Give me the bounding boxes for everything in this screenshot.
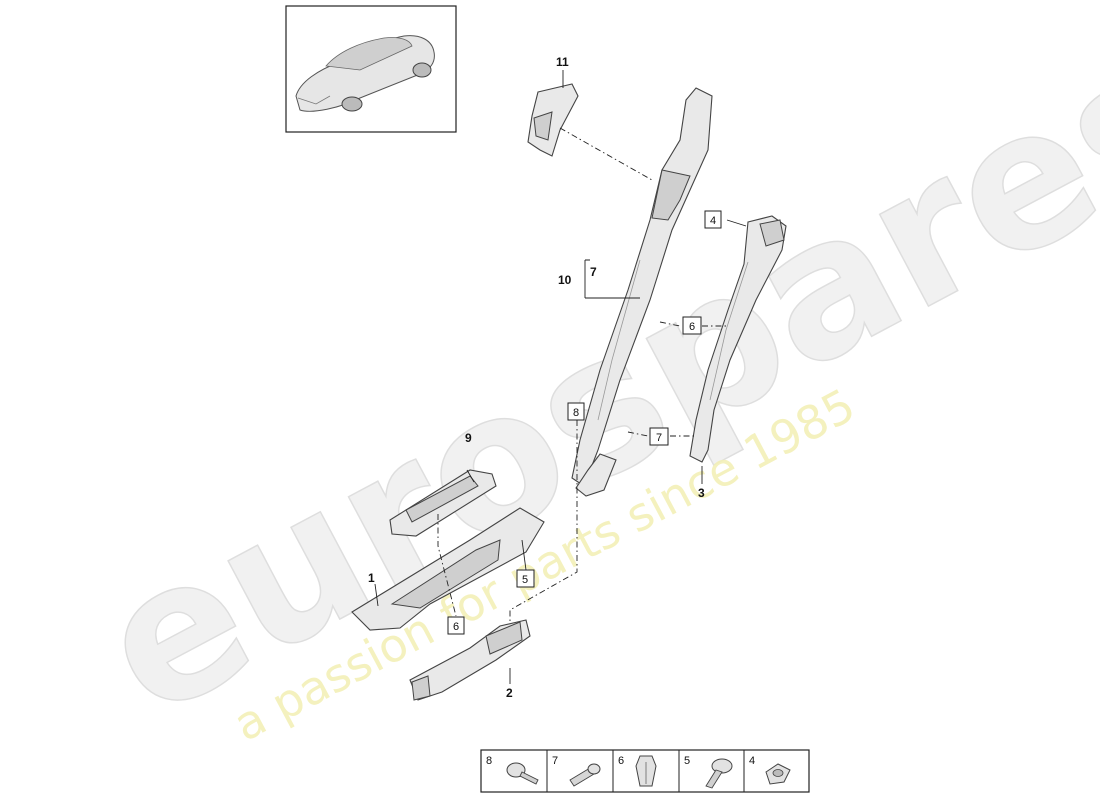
box-ref-6-center: 6 — [682, 316, 702, 335]
box-ref-6-bottom: 6 — [447, 616, 465, 635]
callout-2: 2 — [506, 686, 513, 700]
watermark-brand: eurospares — [67, 1, 1100, 760]
fastener-legend: 8 7 6 5 4 — [480, 749, 810, 793]
svg-text:4: 4 — [710, 215, 716, 227]
callout-10-sub-7: 7 — [590, 265, 597, 279]
callout-labels: 11 10 7 9 1 2 3 — [368, 55, 705, 700]
svg-text:6: 6 — [689, 321, 695, 333]
square-nut-icon — [765, 763, 791, 785]
countersunk-screw-icon — [705, 758, 733, 789]
callout-9: 9 — [465, 431, 472, 445]
svg-text:8: 8 — [573, 407, 579, 419]
watermark: eurospares a passion for parts since 198… — [67, 0, 1100, 760]
expanding-clip-icon — [635, 755, 657, 787]
box-ref-7: 7 — [649, 427, 669, 446]
part-3-side-rail — [689, 215, 787, 463]
vehicle-thumbnail — [285, 5, 457, 133]
svg-text:7: 7 — [656, 432, 662, 444]
svg-text:5: 5 — [522, 574, 528, 586]
pan-head-screw-icon — [569, 763, 601, 787]
car-icon — [295, 35, 435, 112]
legend-num-8: 8 — [486, 755, 492, 767]
leader-lines — [374, 70, 747, 684]
part-9-sill-cover — [389, 469, 497, 537]
legend-num-5: 5 — [684, 755, 690, 767]
boxed-references: 4 6 7 8 5 6 — [447, 210, 722, 635]
legend-num-6: 6 — [618, 755, 624, 767]
callout-1: 1 — [368, 571, 375, 585]
box-ref-5: 5 — [516, 569, 535, 588]
part-7-pillar-trim — [571, 87, 713, 497]
callout-3: 3 — [698, 486, 705, 500]
svg-text:6: 6 — [453, 621, 459, 633]
part-2-sill-bracket — [409, 619, 531, 701]
callout-10: 10 — [558, 273, 572, 287]
part-1-sill-trim — [351, 507, 545, 631]
round-head-screw-icon — [506, 762, 539, 785]
part-11-upper-trim-piece — [527, 83, 653, 181]
box-ref-8: 8 — [567, 402, 585, 421]
legend-num-4: 4 — [749, 755, 755, 767]
legend-num-7: 7 — [552, 755, 558, 767]
callout-11: 11 — [556, 55, 569, 69]
box-ref-4: 4 — [704, 210, 722, 229]
